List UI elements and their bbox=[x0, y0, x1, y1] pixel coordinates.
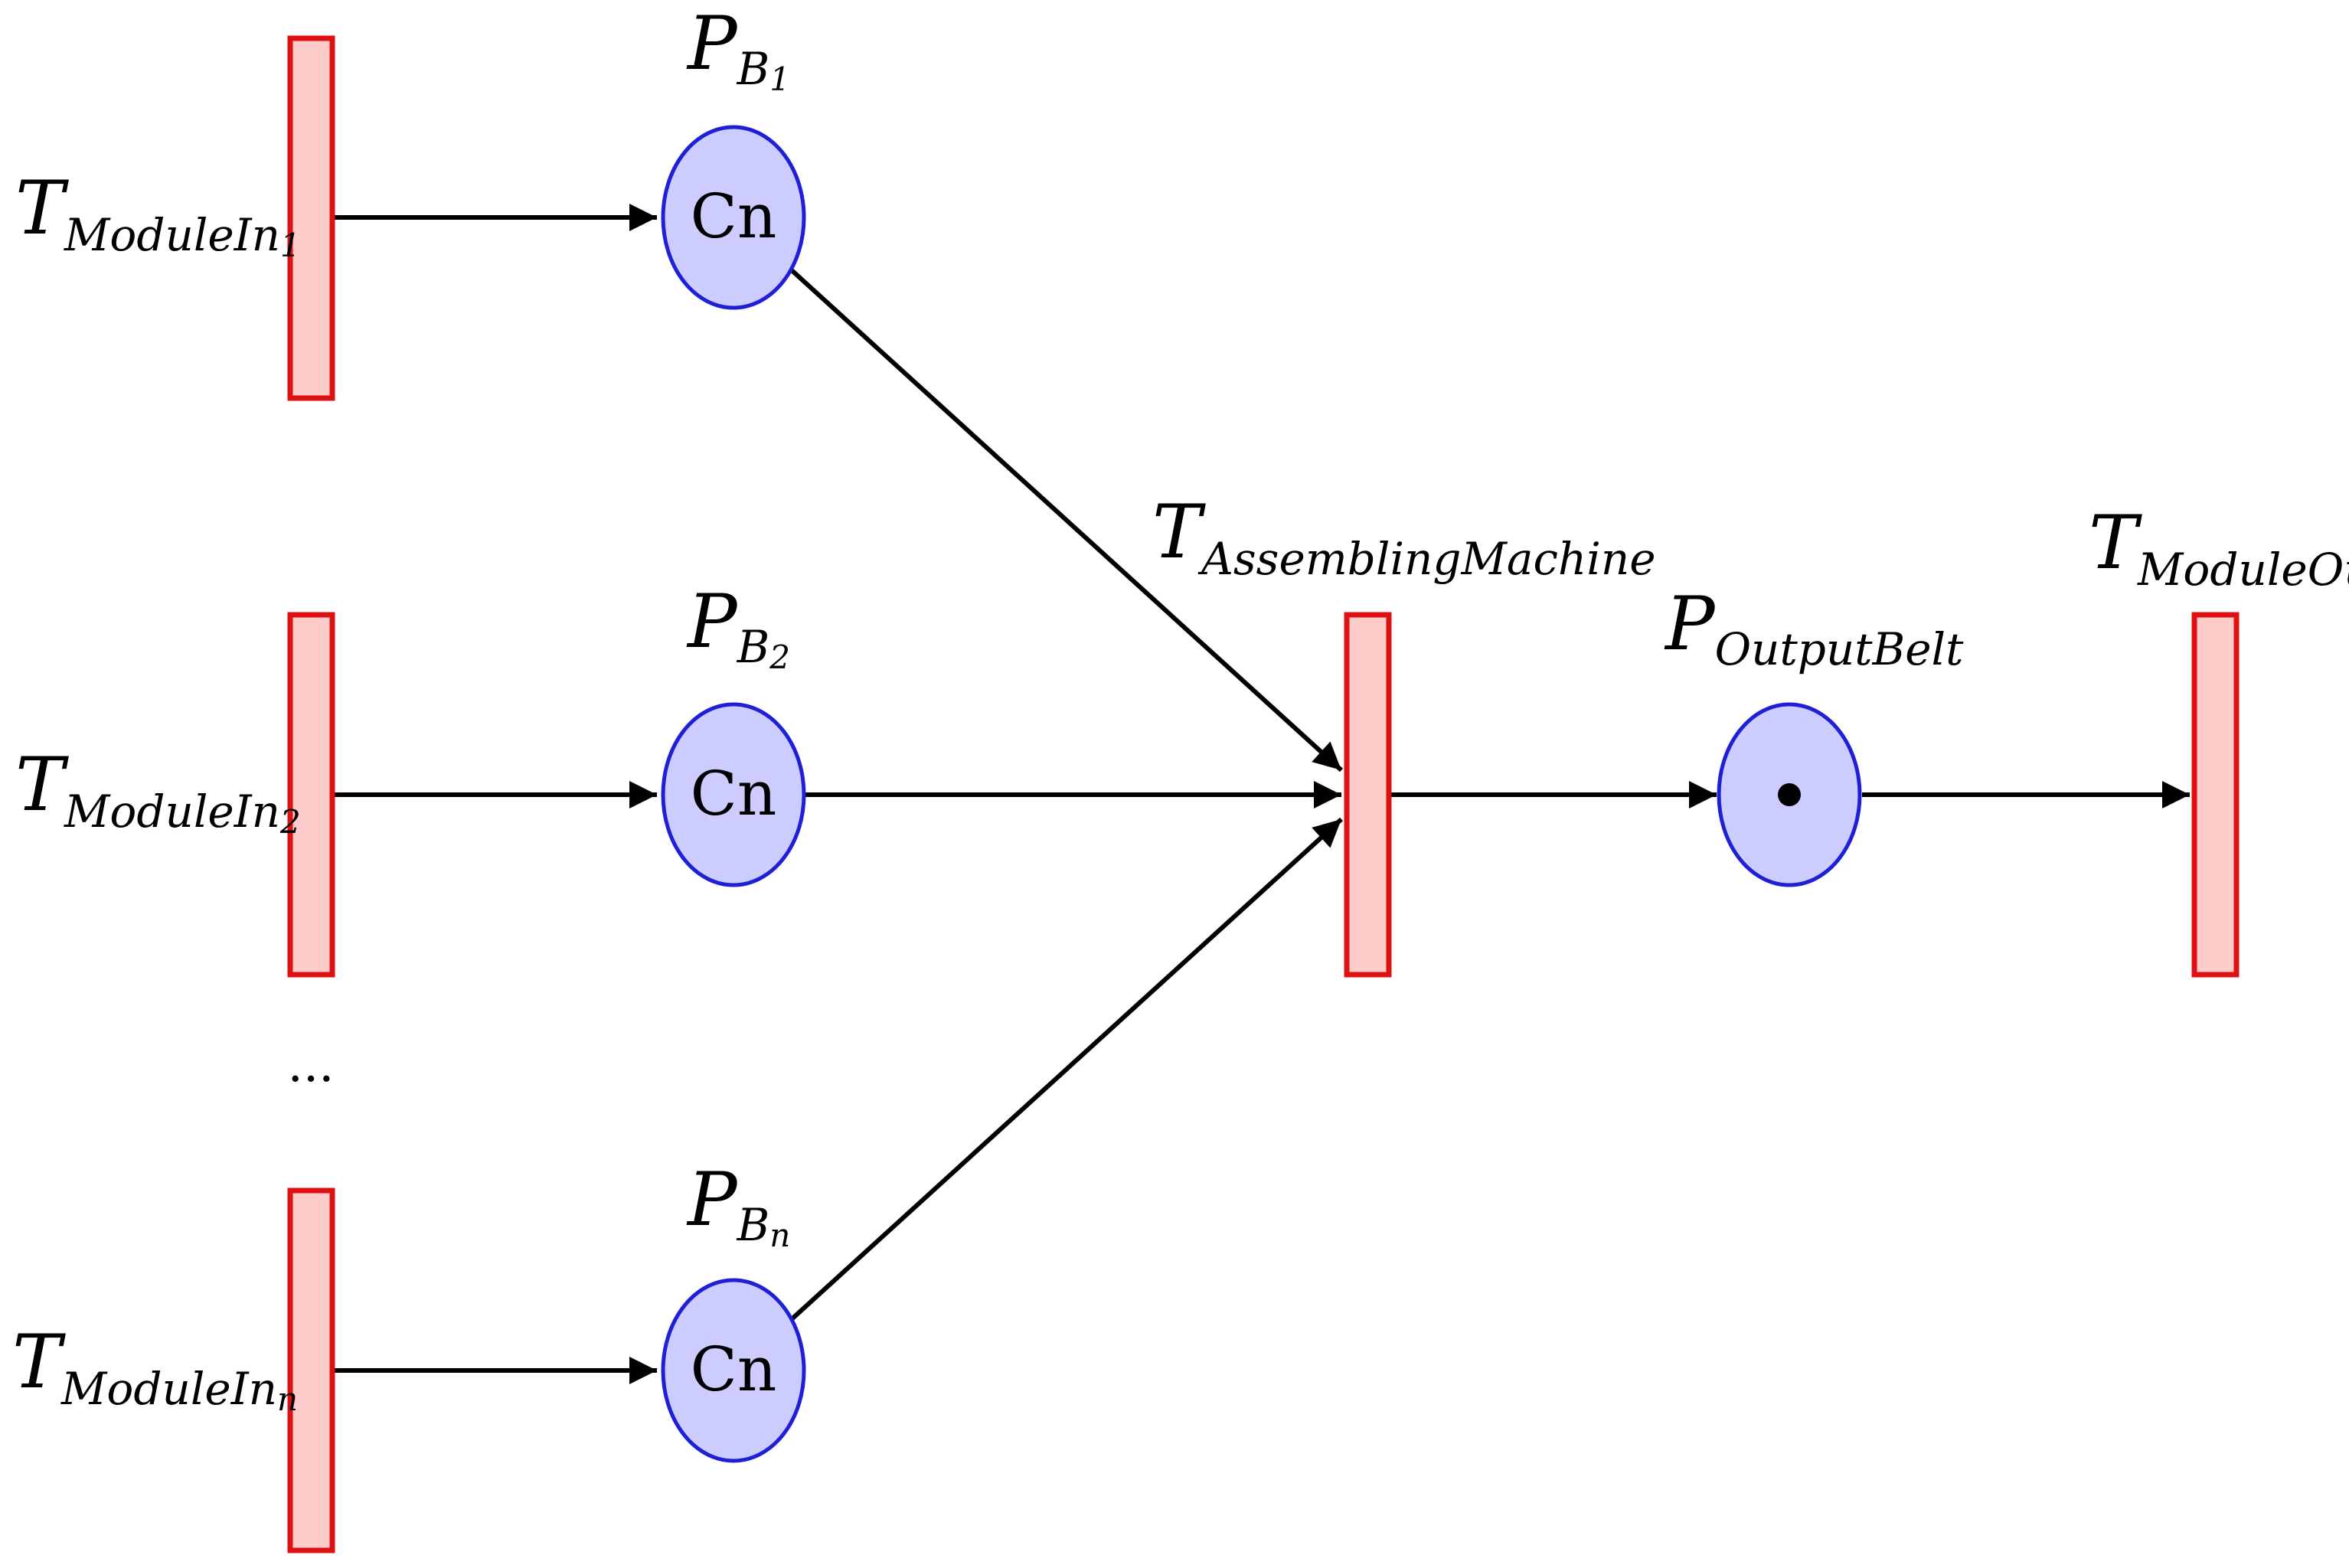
label-t-module-out: TModuleOut bbox=[2089, 500, 2349, 596]
place-b1-content: Cn bbox=[691, 181, 777, 252]
transition-module-in-2[interactable] bbox=[287, 612, 335, 978]
label-t-module-in-1: TModuleIn1 bbox=[15, 165, 301, 264]
transition-module-in-1[interactable] bbox=[287, 35, 335, 401]
transition-assembling-machine[interactable] bbox=[1344, 612, 1392, 978]
transition-module-in-n[interactable] bbox=[287, 1187, 335, 1553]
label-p-output-belt: POutputBelt bbox=[1664, 581, 1964, 675]
ellipsis: ... bbox=[287, 1037, 334, 1093]
label-p-b1: PB1 bbox=[686, 1, 790, 98]
arc-pbn-to-tassembling bbox=[789, 817, 1344, 1321]
label-t-module-in-n: TModuleInn bbox=[12, 1319, 298, 1418]
label-t-module-in-2: TModuleIn2 bbox=[15, 742, 301, 841]
label-p-b2: PB2 bbox=[686, 579, 790, 676]
place-b1[interactable]: Cn bbox=[661, 125, 806, 310]
label-p-bn: PBn bbox=[686, 1157, 790, 1254]
arcs bbox=[334, 204, 2190, 1384]
token bbox=[1778, 783, 1801, 806]
place-bn-content: Cn bbox=[691, 1334, 777, 1405]
place-bn[interactable]: Cn bbox=[661, 1278, 806, 1463]
transition-module-out[interactable] bbox=[2191, 612, 2240, 978]
place-b2-content: Cn bbox=[691, 758, 777, 829]
label-t-assembling-machine: TAssemblingMachine bbox=[1152, 489, 1656, 585]
arc-pb1-to-tassembling bbox=[789, 268, 1344, 773]
place-output-belt[interactable] bbox=[1717, 702, 1862, 887]
place-b2[interactable]: Cn bbox=[661, 702, 806, 887]
